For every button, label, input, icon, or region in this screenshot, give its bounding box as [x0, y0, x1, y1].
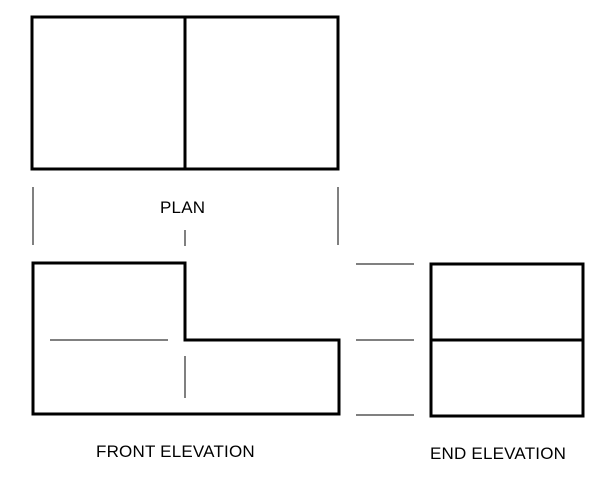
plan-view — [30, 15, 340, 171]
front-elevation-label: FRONT ELEVATION — [96, 442, 255, 461]
end-elevation-view — [429, 262, 585, 418]
plan-label: PLAN — [160, 198, 206, 217]
end-elevation-label: END ELEVATION — [430, 444, 567, 463]
plan-front-projection-lines — [32, 187, 339, 246]
front-elevation-outline — [31, 261, 341, 416]
front-end-projection-lines — [356, 263, 414, 416]
front-elevation-view — [31, 261, 341, 416]
